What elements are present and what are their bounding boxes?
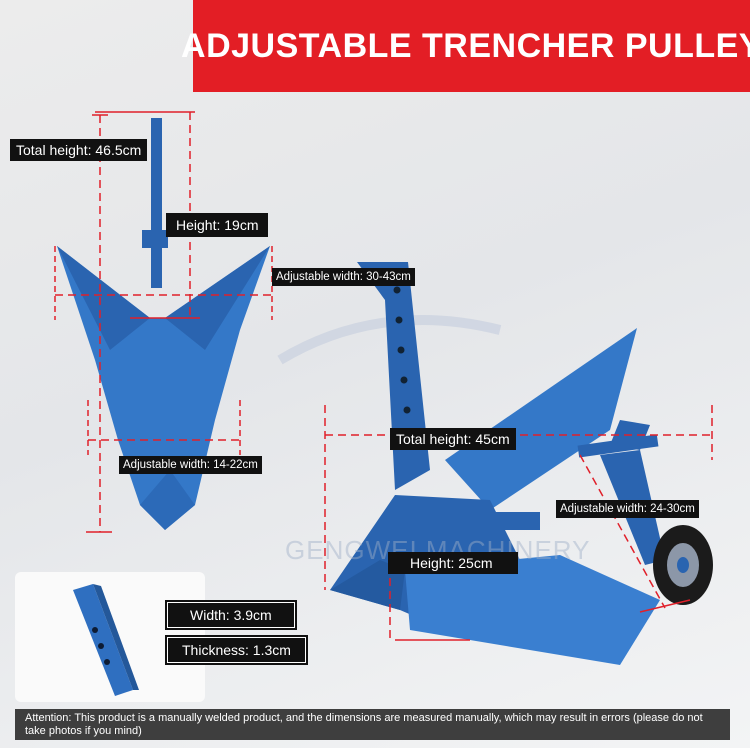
total-height-right-label: Total height: 45cm bbox=[390, 428, 516, 450]
right-trencher bbox=[330, 262, 713, 665]
adjustable-width-wide-label: Adjustable width: 30-43cm bbox=[272, 268, 415, 286]
attention-note: Attention: This product is a manually we… bbox=[15, 709, 730, 740]
height-right-label: Height: 25cm bbox=[388, 552, 519, 574]
thickness-bar-label: Thickness: 1.3cm bbox=[165, 635, 308, 665]
background-logo-arc bbox=[277, 315, 502, 365]
adjustable-width-wheel-label: Adjustable width: 24-30cm bbox=[556, 500, 699, 518]
width-bar-label: Width: 3.9cm bbox=[165, 600, 297, 630]
bar-detail-illustration bbox=[73, 584, 139, 696]
total-height-left-label: Total height: 46.5cm bbox=[10, 139, 148, 161]
left-plow bbox=[57, 118, 270, 530]
height-left-label: Height: 19cm bbox=[166, 213, 269, 237]
adjustable-width-narrow-label: Adjustable width: 14-22cm bbox=[119, 456, 262, 474]
title-banner: ADJUSTABLE TRENCHER PULLEY bbox=[181, 0, 750, 92]
page-title: ADJUSTABLE TRENCHER PULLEY bbox=[181, 26, 750, 65]
